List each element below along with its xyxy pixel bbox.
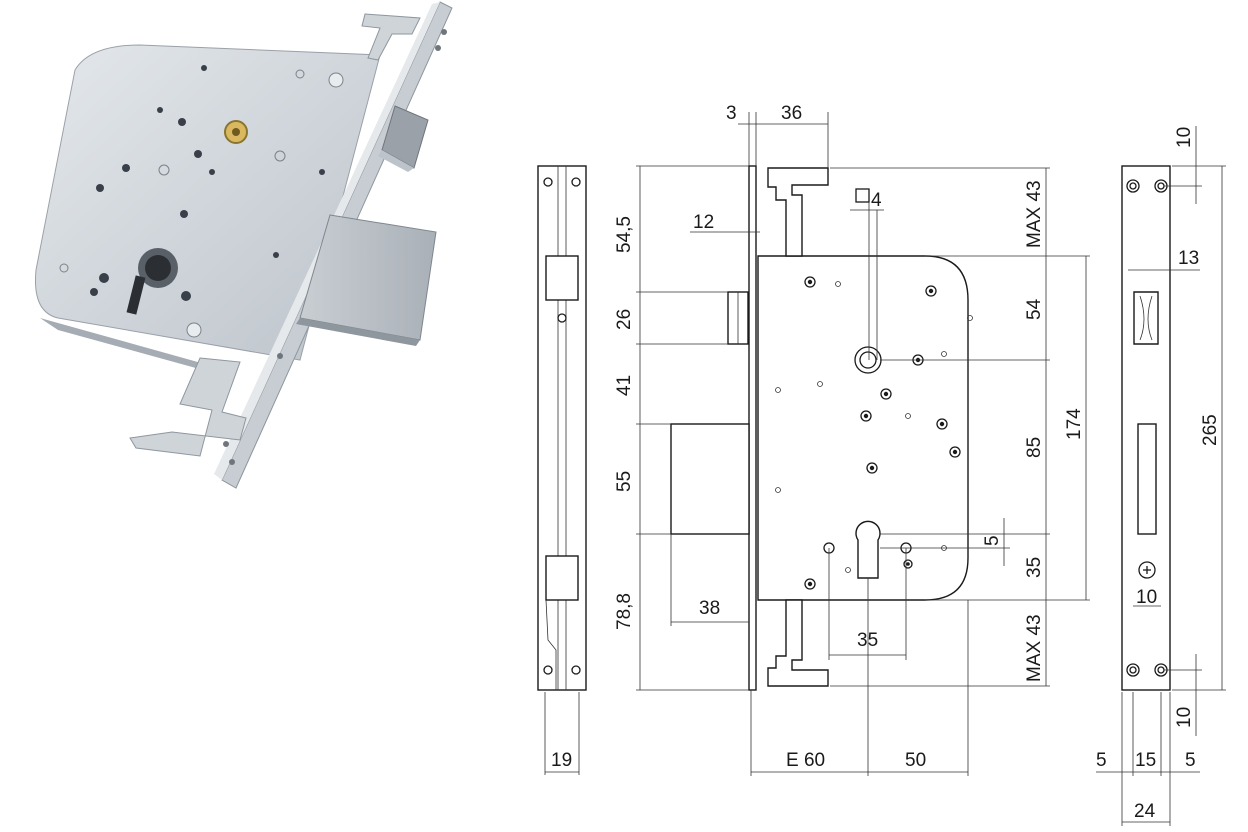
dim-max43-top: MAX 43 [1024,180,1045,248]
dim-50: 50 [905,750,926,771]
dim-78-8: 78,8 [614,593,635,630]
dim-35-mid: 35 [857,630,878,651]
dim-12: 12 [693,212,714,233]
dim-55: 55 [614,471,635,492]
dim-5: 5 [982,535,1003,546]
dim-13: 13 [1178,248,1199,269]
dim-38: 38 [699,598,720,619]
faceplate-front-view [1096,126,1226,826]
dim-35-right: 35 [1024,557,1045,578]
lock-front-view [636,112,1090,776]
dim-54-5: 54,5 [614,216,635,253]
dim-e60: E 60 [786,750,825,771]
dim-19: 19 [551,750,572,771]
dim-174: 174 [1064,408,1085,440]
dim-5-right: 5 [1185,750,1196,771]
dim-4: 4 [871,190,882,211]
dim-36: 36 [781,103,802,124]
dim-54: 54 [1024,298,1045,320]
dim-41: 41 [614,375,635,396]
dim-max43-bottom: MAX 43 [1024,614,1045,682]
dim-10-mid: 10 [1136,587,1157,608]
lock-photo [34,1,453,489]
dim-15: 15 [1135,750,1156,771]
dim-5-left: 5 [1096,750,1107,771]
dim-265: 265 [1200,414,1221,446]
faceplate-side-view [537,165,587,775]
dim-26: 26 [614,309,635,330]
dim-85: 85 [1024,437,1045,458]
dim-3: 3 [726,103,737,124]
dim-10-bottom: 10 [1174,707,1195,728]
dim-10-top: 10 [1174,127,1195,148]
dim-24: 24 [1134,801,1156,822]
